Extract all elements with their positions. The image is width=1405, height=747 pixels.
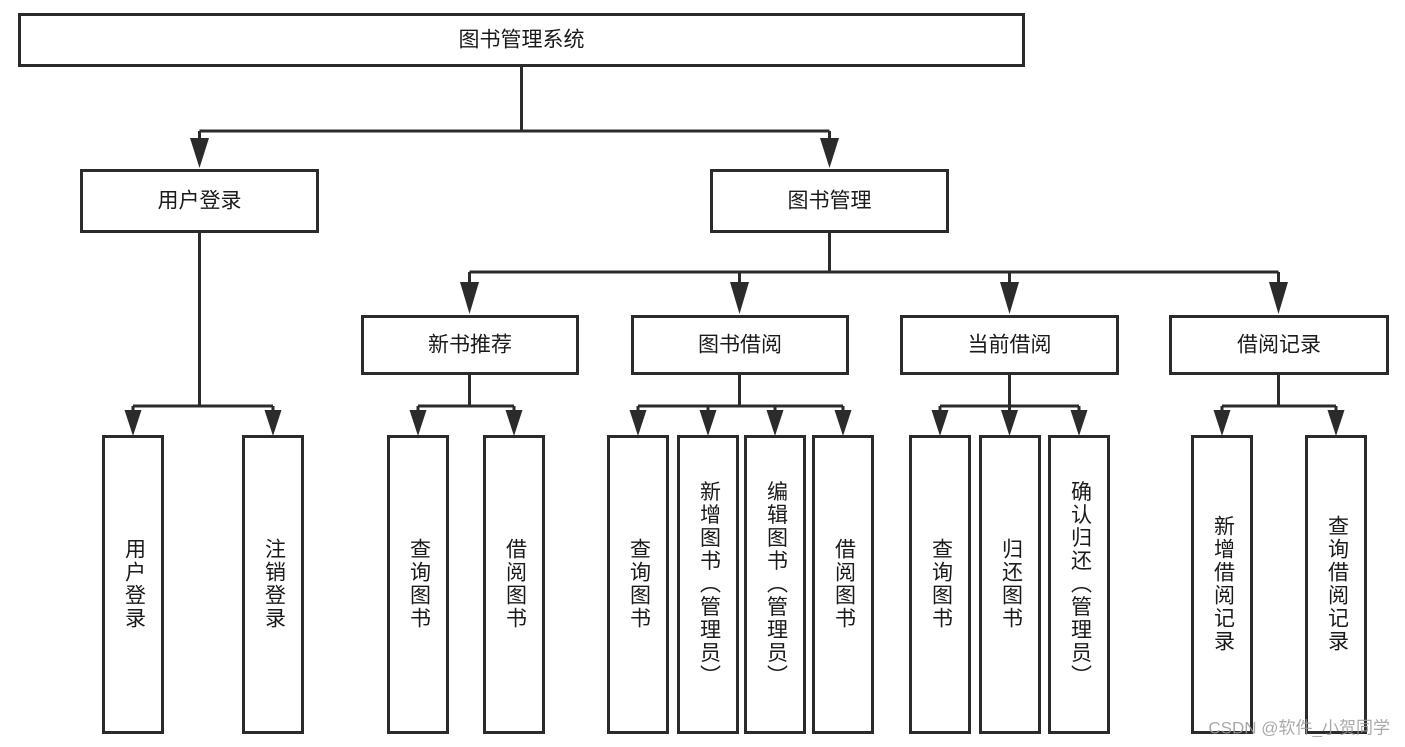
arrow-head-leaf-borrow-book-1: [505, 410, 523, 436]
arrow-head-leaf-return-book: [1001, 410, 1018, 436]
node-leaf-user-login-label: 用户登录: [122, 538, 146, 630]
arrow-head-to-book-manage: [820, 138, 839, 168]
node-leaf-query-book-1-box[interactable]: [387, 435, 449, 734]
node-leaf-user-logout[interactable]: 注销登录: [242, 435, 304, 734]
arrow-head-to-user-login: [190, 138, 209, 168]
node-leaf-add-record-box[interactable]: [1191, 435, 1253, 734]
watermark-label: CSDN @软件_小贺同学: [1208, 718, 1390, 737]
node-user-login-box[interactable]: [80, 169, 319, 233]
node-current-borrow[interactable]: 当前借阅: [900, 315, 1119, 375]
node-leaf-edit-book-box[interactable]: [744, 435, 806, 734]
node-leaf-confirm-return-label: 确认归还（管理员）: [1068, 481, 1092, 688]
node-leaf-borrow-book-1-box[interactable]: [483, 435, 545, 734]
node-root[interactable]: 图书管理系统: [18, 13, 1025, 67]
arrow-head-leaf-borrow-book-2: [834, 410, 852, 436]
arrow-head-current-borrow: [1000, 282, 1019, 314]
node-leaf-add-book-box[interactable]: [677, 435, 739, 734]
arrow-head-leaf-user-logout: [264, 410, 282, 436]
arrow-head-leaf-confirm-return: [1070, 410, 1088, 436]
arrow-head-leaf-edit-book: [766, 410, 784, 436]
node-leaf-edit-book[interactable]: 编辑图书（管理员）: [744, 435, 806, 734]
node-leaf-confirm-return-box[interactable]: [1048, 435, 1110, 734]
arrow-head-leaf-query-book-1: [409, 410, 427, 436]
node-root-box[interactable]: [18, 13, 1025, 67]
node-leaf-user-logout-box[interactable]: [242, 435, 304, 734]
node-leaf-borrow-book-2-box[interactable]: [812, 435, 874, 734]
node-leaf-user-logout-label: 注销登录: [262, 538, 286, 630]
node-user-login-label: 用户登录: [158, 190, 242, 213]
node-leaf-query-book-2-label: 查询图书: [627, 538, 651, 630]
node-new-book-recommend-box[interactable]: [361, 315, 579, 375]
node-leaf-user-login-box[interactable]: [102, 435, 164, 734]
node-book-borrow-box[interactable]: [631, 315, 849, 375]
node-leaf-confirm-return[interactable]: 确认归还（管理员）: [1048, 435, 1110, 734]
arrow-head-new-book-recommend: [460, 282, 479, 314]
node-user-login[interactable]: 用户登录: [80, 169, 319, 233]
node-leaf-user-login[interactable]: 用户登录: [102, 435, 164, 734]
arrow-head-leaf-query-book-3: [931, 410, 949, 436]
node-current-borrow-label: 当前借阅: [968, 334, 1052, 357]
node-book-manage-label: 图书管理: [788, 190, 872, 213]
node-leaf-return-book-box[interactable]: [979, 435, 1041, 734]
node-new-book-recommend-label: 新书推荐: [428, 334, 512, 357]
node-root-label: 图书管理系统: [459, 29, 585, 52]
node-book-borrow[interactable]: 图书借阅: [631, 315, 849, 375]
node-leaf-query-book-1-label: 查询图书: [407, 538, 431, 630]
node-leaf-edit-book-label: 编辑图书（管理员）: [764, 481, 788, 688]
node-leaf-add-book[interactable]: 新增图书（管理员）: [677, 435, 739, 734]
node-current-borrow-box[interactable]: [900, 315, 1119, 375]
node-leaf-return-book-label: 归还图书: [999, 538, 1023, 630]
node-leaf-query-book-3-label: 查询图书: [929, 538, 953, 630]
node-leaf-return-book[interactable]: 归还图书: [979, 435, 1041, 734]
node-book-manage[interactable]: 图书管理: [710, 169, 949, 233]
arrow-head-leaf-query-book-2: [629, 410, 647, 436]
arrow-head-leaf-add-record: [1213, 410, 1231, 436]
arrow-head-book-borrow: [730, 282, 749, 314]
node-leaf-add-record-label: 新增借阅记录: [1211, 515, 1235, 653]
node-new-book-recommend[interactable]: 新书推荐: [361, 315, 579, 375]
arrow-head-leaf-query-record: [1327, 410, 1345, 436]
node-borrow-record[interactable]: 借阅记录: [1169, 315, 1389, 375]
node-leaf-query-record-label: 查询借阅记录: [1325, 515, 1349, 653]
connectors-layer: [124, 66, 1345, 436]
arrow-head-leaf-user-login: [124, 410, 142, 436]
node-leaf-query-record[interactable]: 查询借阅记录: [1305, 435, 1367, 734]
node-leaf-add-book-label: 新增图书（管理员）: [697, 481, 721, 688]
arrow-head-borrow-record: [1269, 282, 1288, 314]
node-borrow-record-box[interactable]: [1169, 315, 1389, 375]
node-leaf-query-book-3-box[interactable]: [909, 435, 971, 734]
node-leaf-query-book-2-box[interactable]: [607, 435, 669, 734]
node-leaf-borrow-book-1[interactable]: 借阅图书: [483, 435, 545, 734]
node-book-borrow-label: 图书借阅: [698, 334, 782, 357]
node-leaf-query-book-3[interactable]: 查询图书: [909, 435, 971, 734]
node-book-manage-box[interactable]: [710, 169, 949, 233]
node-leaf-query-book-1[interactable]: 查询图书: [387, 435, 449, 734]
node-leaf-borrow-book-2-label: 借阅图书: [832, 538, 856, 630]
arrow-head-leaf-add-book: [699, 410, 717, 436]
node-leaf-query-record-box[interactable]: [1305, 435, 1367, 734]
node-borrow-record-label: 借阅记录: [1237, 334, 1321, 357]
node-leaf-add-record[interactable]: 新增借阅记录: [1191, 435, 1253, 734]
node-leaf-borrow-book-2[interactable]: 借阅图书: [812, 435, 874, 734]
node-leaf-query-book-2[interactable]: 查询图书: [607, 435, 669, 734]
node-leaf-borrow-book-1-label: 借阅图书: [503, 538, 527, 630]
